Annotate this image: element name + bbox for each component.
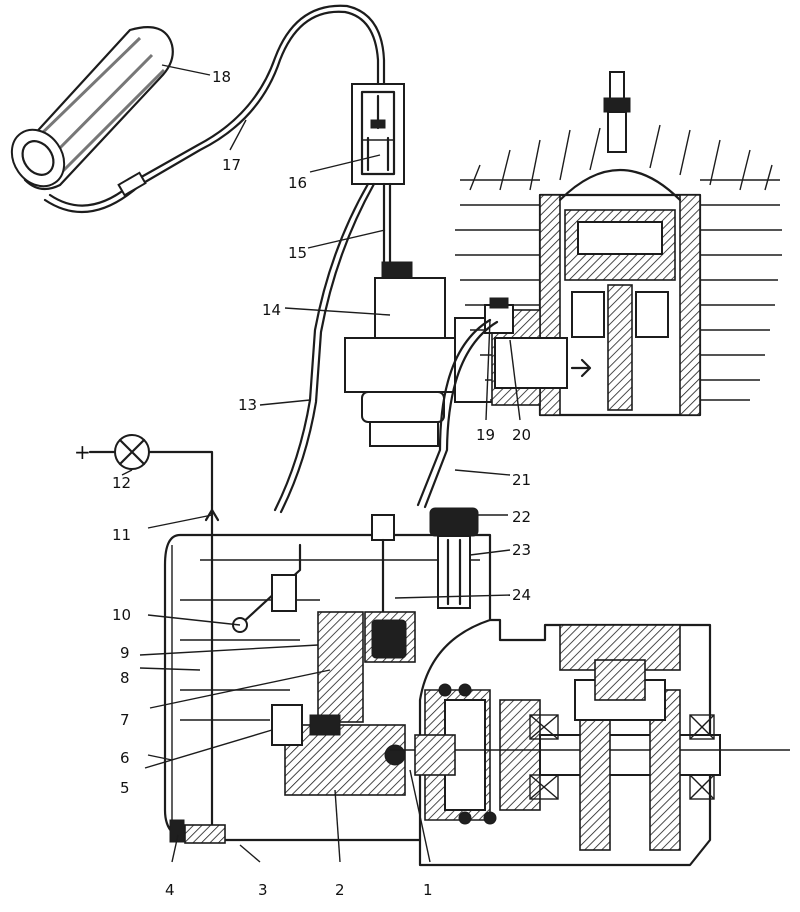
cable-splitter xyxy=(351,83,405,185)
callout-19: 19 xyxy=(476,426,495,444)
throttle-cable xyxy=(43,4,386,214)
leader-lines xyxy=(121,64,521,863)
callout-24: 24 xyxy=(512,586,531,604)
cylinder-assembly xyxy=(455,71,782,417)
callout-23: 23 xyxy=(512,541,531,559)
callout-4: 4 xyxy=(165,881,175,899)
callout-18: 18 xyxy=(212,68,231,86)
positive-terminal-symbol: + xyxy=(74,440,91,464)
cables-to-carburetor-and-pump xyxy=(273,182,392,514)
callout-13: 13 xyxy=(238,396,257,414)
callout-22: 22 xyxy=(512,508,531,526)
throttle-grip xyxy=(10,26,174,191)
callout-14: 14 xyxy=(262,301,281,319)
callout-16: 16 xyxy=(288,174,307,192)
carburetor xyxy=(344,261,496,447)
callout-5: 5 xyxy=(120,779,130,797)
callout-9: 9 xyxy=(120,644,130,662)
callout-21: 21 xyxy=(512,471,531,489)
callout-7: 7 xyxy=(120,711,130,729)
crankcase xyxy=(390,618,790,867)
callout-15: 15 xyxy=(288,244,307,262)
callout-labels: 1 2 3 4 5 6 7 8 9 10 11 12 13 14 15 16 1… xyxy=(112,68,531,899)
callout-11: 11 xyxy=(112,526,131,544)
oil-delivery-line xyxy=(416,318,499,509)
callout-1: 1 xyxy=(423,881,433,899)
oil-tank xyxy=(163,503,492,844)
warning-lamp-circuit xyxy=(88,434,220,522)
callout-8: 8 xyxy=(120,669,130,687)
callout-2: 2 xyxy=(335,881,345,899)
callout-3: 3 xyxy=(258,881,268,899)
callout-12: 12 xyxy=(112,474,131,492)
callout-6: 6 xyxy=(120,749,130,767)
callout-10: 10 xyxy=(112,606,131,624)
callout-20: 20 xyxy=(512,426,531,444)
callout-17: 17 xyxy=(222,156,241,174)
